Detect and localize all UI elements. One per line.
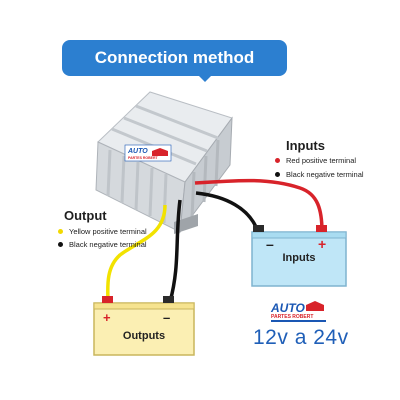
input-negative-post <box>253 225 264 232</box>
sticker-line1: AUTO <box>127 148 148 155</box>
output-minus-sign: – <box>163 310 170 325</box>
module-brand-sticker: AUTO PARTES ROBERT <box>124 144 172 162</box>
title-banner-pointer <box>195 72 215 82</box>
output-positive-post <box>102 296 113 303</box>
sticker-line2: PARTES ROBERT <box>128 156 159 160</box>
output-heading: Output <box>64 208 107 223</box>
red-dot-icon <box>275 158 280 163</box>
input-red-wire <box>194 178 324 233</box>
output-negative-post <box>163 296 174 303</box>
title-banner <box>62 40 287 76</box>
output-legend-label: Yellow positive terminal <box>69 227 147 236</box>
inputs-legend-label: Black negative terminal <box>286 170 364 179</box>
yellow-dot-icon <box>58 229 63 234</box>
brand-logo: AUTO PARTES ROBERT <box>270 301 326 322</box>
black-dot-icon <box>275 172 280 177</box>
black-dot-icon <box>58 242 63 247</box>
output-black-wire <box>168 199 182 303</box>
input-minus-sign: – <box>266 236 274 252</box>
output-yellow-wire <box>106 204 167 303</box>
inputs-legend-item-black: Black negative terminal <box>275 170 364 179</box>
brand-line1: AUTO <box>270 301 305 315</box>
converter-module <box>95 91 233 234</box>
output-legend-item-yellow: Yellow positive terminal <box>58 227 147 236</box>
inputs-heading: Inputs <box>286 138 325 153</box>
voltage-label: 12v a 24v <box>253 326 349 349</box>
output-legend-label: Black negative terminal <box>69 240 147 249</box>
brand-line2: PARTES ROBERT <box>271 314 313 320</box>
inputs-legend-label: Red positive terminal <box>286 156 357 165</box>
input-box-label: Inputs <box>282 252 316 264</box>
inputs-legend-item-red: Red positive terminal <box>275 156 356 165</box>
input-battery <box>251 225 347 287</box>
output-load <box>93 296 195 356</box>
title-text: Connection method <box>94 48 255 67</box>
input-positive-post <box>316 225 327 232</box>
output-plus-sign: + <box>103 310 111 325</box>
input-plus-sign: + <box>318 236 326 252</box>
output-box-label: Outputs <box>122 330 166 342</box>
output-legend-item-black: Black negative terminal <box>58 240 147 249</box>
